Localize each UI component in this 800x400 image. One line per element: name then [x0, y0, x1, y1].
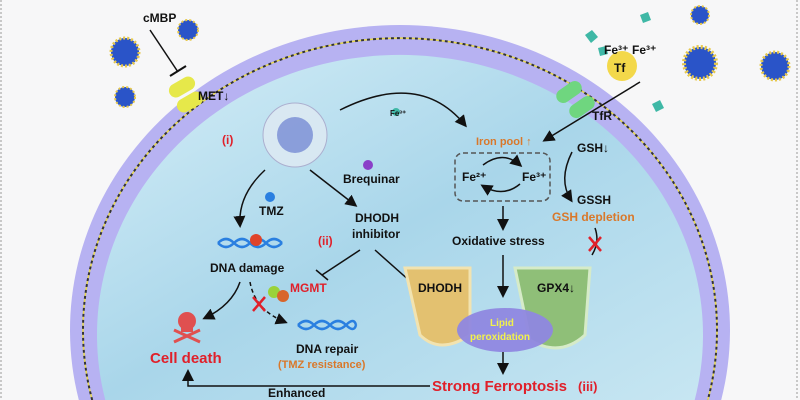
gsh-depletion-label: GSH depletion	[552, 210, 635, 224]
iron-pool-label: Iron pool ↑	[476, 136, 532, 148]
lipid-label: Lipid	[490, 318, 514, 329]
oxidative-stress-label: Oxidative stress	[452, 234, 545, 248]
step-ii-label: (ii)	[318, 234, 333, 248]
inhibit-bar	[169, 65, 187, 77]
dna-repair-icon	[297, 319, 358, 331]
fe3-label: Fe³⁺	[522, 170, 546, 184]
tf-label: Tf	[614, 61, 626, 75]
tfr-label: TfR	[592, 109, 612, 123]
transferrin-icon	[607, 51, 637, 81]
strong-ferroptosis-label: Strong Ferroptosis	[432, 378, 567, 395]
nanoparticle-icon	[109, 5, 791, 108]
cmbp-label: cMBP	[143, 11, 176, 25]
dna-damage-icon	[217, 237, 283, 249]
gsh-label: GSH↓	[577, 141, 609, 155]
mgmt-protein-icon	[268, 286, 289, 302]
tf-fe3-label-a: Fe³⁺	[604, 43, 628, 57]
dhodh-inhibitor-label: DHODH	[355, 211, 399, 225]
tmz-resistance-label: (TMZ resistance)	[278, 359, 366, 371]
tmz-molecule-icon	[265, 192, 275, 202]
damage-burst-icon	[250, 234, 262, 246]
peroxidation-label: peroxidation	[470, 332, 530, 343]
nanoparticle-core	[277, 117, 313, 153]
tfr-receptor-icon	[556, 80, 595, 119]
mgmt-label: MGMT	[290, 281, 327, 295]
fe-ion-icon	[392, 108, 400, 116]
step-iii-label: (iii)	[578, 379, 598, 394]
fe2-label: Fe²⁺	[462, 170, 486, 184]
fe-crystal-icon	[585, 12, 664, 112]
tmz-label: TMZ	[259, 204, 284, 218]
membrane-core	[82, 37, 718, 400]
lipid-membrane-icon	[457, 308, 553, 352]
dna-damage-label: DNA damage	[210, 261, 285, 275]
blocked-x-icon	[252, 236, 602, 312]
step-i-label: (i)	[222, 133, 233, 147]
enhanced-label: Enhanced	[268, 386, 325, 400]
cell-death-label: Cell death	[150, 350, 222, 367]
dhodh-label: DHODH	[418, 281, 462, 295]
tf-fe3-label-b: Fe³⁺	[632, 43, 656, 57]
dna-repair-label: DNA repair	[296, 342, 359, 356]
brequinar-label: Brequinar	[343, 172, 400, 186]
met-receptor-icon	[168, 76, 204, 113]
cmbp-inhibit-line	[149, 29, 179, 73]
fe3-cytoplasm-label: Fe³⁺	[390, 109, 406, 118]
iron-pool-box	[454, 152, 551, 202]
brequinar-molecule-icon	[363, 160, 373, 170]
met-label: MET↓	[198, 89, 229, 103]
skull-icon	[173, 312, 201, 344]
dhodh-inhibitor-label-2: inhibitor	[352, 227, 400, 241]
gpx4-label: GPX4↓	[537, 281, 575, 295]
gssh-label: GSSH	[577, 193, 611, 207]
membrane-core-yellow	[82, 37, 718, 400]
